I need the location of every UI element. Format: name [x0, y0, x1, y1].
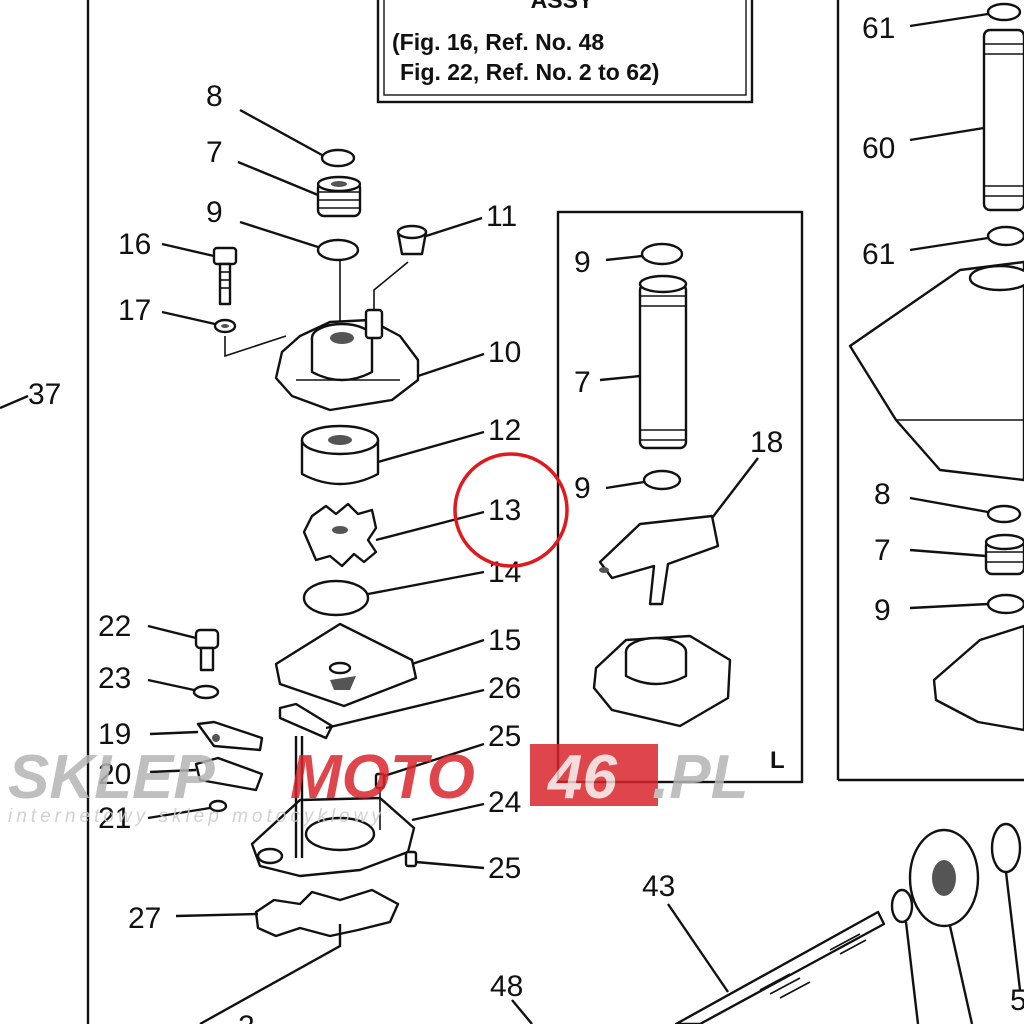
part-21-washer: 21 [98, 799, 228, 835]
callout-48-group: 48 [490, 970, 533, 1024]
callout-25-upper: 25 [488, 720, 521, 753]
callout-2-group: 2 [199, 924, 342, 1024]
callout-37-group: 37 [0, 378, 61, 411]
watermark: SKLEP MOTO 46 .PL internetowy sklep moto… [8, 743, 748, 827]
part-10-pump-housing: 10 [224, 260, 521, 412]
watermark-brand-46: 46 [546, 743, 617, 812]
part-43-drive-shaft: 43 [642, 870, 886, 1024]
callout-48: 48 [490, 970, 523, 1003]
watermark-red-block [530, 744, 658, 806]
callout-15: 15 [488, 624, 521, 657]
part-14-oring: 14 [302, 556, 521, 617]
part-25-dowel-pin-lower: 25 [404, 850, 521, 885]
right-callout-5: 5 [1010, 984, 1024, 1017]
assy-reference-box: ASSY (Fig. 16, Ref. No. 48 Fig. 22, Ref.… [376, 0, 754, 104]
callout-26: 26 [488, 672, 521, 705]
part-20-plate: 20 [98, 756, 264, 792]
callout-21: 21 [98, 802, 131, 835]
callout-17: 17 [118, 294, 151, 327]
part-23-washer: 23 [98, 662, 220, 700]
part-16-bolt: 16 [118, 228, 238, 306]
callout-9: 9 [206, 196, 223, 229]
callout-13: 13 [488, 494, 521, 527]
part-7-grommet: 7 [206, 136, 362, 218]
part-bevel-gear [890, 822, 1022, 1024]
part-17-washer: 17 [118, 294, 237, 334]
highlight-circle [453, 452, 569, 568]
assy-line-1: (Fig. 16, Ref. No. 48 [392, 29, 604, 55]
inset-variant-letter: L [770, 747, 785, 774]
callout-7: 7 [206, 136, 223, 169]
assy-line-2: Fig. 22, Ref. No. 2 to 62) [400, 59, 659, 85]
right-callout-60: 60 [862, 132, 895, 165]
right-callout-61-lower: 61 [862, 238, 895, 271]
callout-27: 27 [128, 902, 161, 935]
callout-10: 10 [488, 336, 521, 369]
callout-37: 37 [28, 378, 61, 411]
watermark-brand-moto: MOTO [290, 743, 475, 812]
callout-19: 19 [98, 718, 131, 751]
inset-callout-18: 18 [750, 426, 783, 459]
part-26-gasket: 26 [278, 672, 521, 740]
callout-20: 20 [98, 758, 131, 791]
inset-callout-7: 7 [574, 366, 591, 399]
callout-25-lower: 25 [488, 852, 521, 885]
part-8-oring: 8 [206, 80, 356, 168]
part-13-impeller: 13 [302, 494, 521, 568]
callout-2: 2 [238, 1010, 255, 1024]
callout-24: 24 [488, 786, 521, 819]
callout-12: 12 [488, 414, 521, 447]
inset-panel-L: 9 7 9 18 L [556, 210, 804, 784]
part-11-fitting: 11 [396, 200, 517, 256]
right-callout-7: 7 [874, 534, 891, 567]
part-22-bolt: 22 [98, 610, 220, 672]
right-callout-61-upper: 61 [862, 12, 895, 45]
callout-14: 14 [488, 556, 521, 589]
right-callout-8: 8 [874, 478, 891, 511]
part-15-outer-plate: 15 [274, 622, 521, 708]
inset-callout-9-lower: 9 [574, 472, 591, 505]
part-25-dowel-pin-upper: 25 [374, 720, 521, 830]
callout-11: 11 [486, 200, 517, 233]
callout-43: 43 [642, 870, 675, 903]
part-24-pump-base: 24 [250, 736, 521, 878]
callout-22: 22 [98, 610, 131, 643]
watermark-tagline: internetowy sklep motocyklowy [8, 806, 385, 827]
right-callout-9: 9 [874, 594, 891, 627]
callout-8: 8 [206, 80, 223, 113]
inset-callout-9-upper: 9 [574, 246, 591, 279]
part-9-oring: 9 [206, 196, 360, 262]
part-12-insert-cartridge: 12 [300, 414, 521, 486]
watermark-brand-pl: .PL [652, 743, 748, 812]
callout-16: 16 [118, 228, 151, 261]
right-panel-parts: 61 60 61 8 7 9 5 [848, 2, 1024, 1017]
callout-23: 23 [98, 662, 131, 695]
watermark-brand-sklep: SKLEP [8, 743, 215, 812]
part-27-gasket: 27 [128, 888, 400, 938]
assy-title: ASSY [531, 0, 594, 13]
part-19-bracket: 19 [98, 718, 264, 752]
